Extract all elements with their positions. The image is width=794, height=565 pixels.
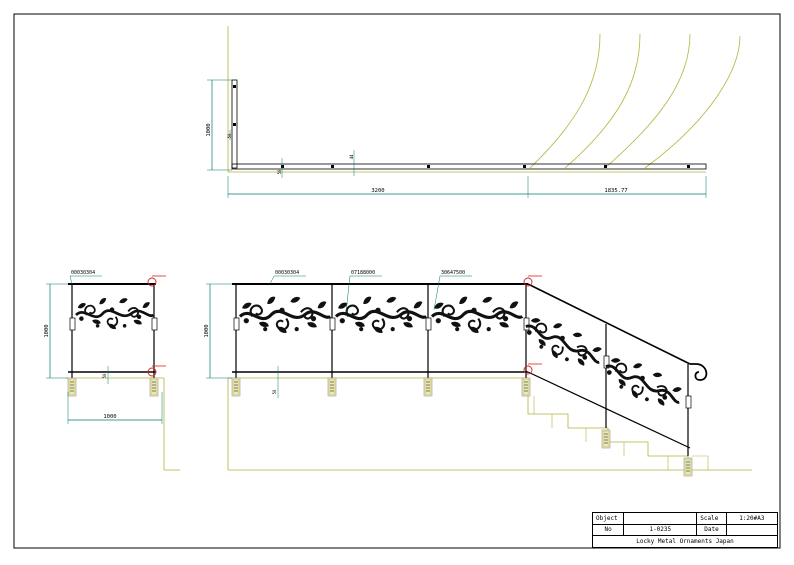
- plan-length-2: 1835.77: [604, 188, 627, 194]
- plan-post-dim-b: 50: [277, 169, 282, 174]
- plan-post-dim-a: 50: [227, 133, 232, 138]
- title-block: Object Scale 1:20#A3 No 1-0235 Date Lock…: [591, 512, 779, 548]
- side-view: 1000 1000 50 00030304: [44, 270, 180, 471]
- part3-label: 30647500: [441, 270, 465, 276]
- plan-height-dim: 1000: [206, 123, 212, 136]
- front-rail-label: 00030304: [275, 270, 299, 276]
- object-label: Object: [591, 512, 625, 525]
- date-value: [725, 523, 779, 537]
- scale-value: 1:20#A3: [725, 512, 779, 525]
- side-rail-label: 00030304: [71, 270, 95, 276]
- scale-label: Scale: [696, 512, 727, 525]
- front-height-dim: 1000: [204, 324, 210, 337]
- front-post-dim: 50: [272, 389, 277, 394]
- company-name: Locky Metal Ornaments Japan: [592, 535, 778, 548]
- side-height-dim: 1000: [44, 324, 50, 337]
- side-width-dim: 1000: [103, 414, 116, 420]
- plan-view: 1000 50 50 44 3200 1835.77: [206, 26, 741, 198]
- part2-label: 07188000: [351, 270, 375, 276]
- plan-rail-dim: 44: [349, 154, 354, 159]
- front-view: 1000 50 00030304 07188000 30647500: [204, 270, 752, 477]
- date-label: Date: [696, 523, 727, 537]
- plan-length-1: 3200: [371, 188, 384, 194]
- no-value: 1-0235: [623, 523, 698, 537]
- no-label: No: [591, 523, 625, 537]
- object-value: [623, 512, 698, 525]
- side-post-dim: 50: [102, 373, 107, 378]
